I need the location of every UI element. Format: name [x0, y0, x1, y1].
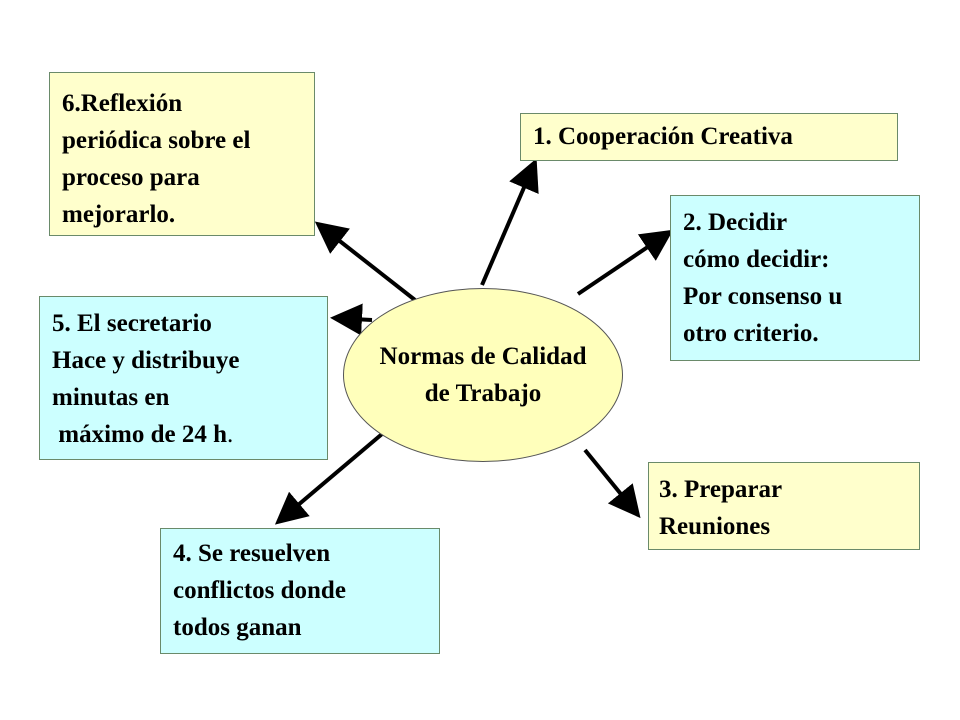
norm-5-line-4-text: máximo de 24 h	[52, 421, 227, 448]
norm-3-line-2: Reuniones	[659, 513, 771, 540]
arrow-to-box-5	[330, 303, 373, 336]
norm-4-line-1: 4. Se resuelven	[173, 540, 331, 567]
norm-5-line-3: minutas en	[52, 384, 170, 411]
norm-5-line-2: Hace y distribuye	[52, 347, 240, 374]
arrow-to-box-1	[480, 158, 539, 286]
norm-1-line-1: 1. Cooperación Creativa	[533, 123, 793, 150]
norm-5-line-4-period: .	[227, 421, 234, 448]
norm-6-line-2: periódica sobre el	[62, 127, 251, 154]
arrow-to-box-6	[314, 221, 417, 302]
arrow-to-box-2	[576, 229, 674, 296]
norm-box-3: 3. Preparar Reuniones	[648, 462, 920, 550]
norm-box-4: 4. Se resuelven conflictos donde todos g…	[160, 528, 440, 654]
norm-2-line-1: 2. Decidir	[683, 209, 788, 236]
norm-2-line-4: otro criterio.	[683, 320, 819, 347]
norm-5-line-4: máximo de 24 h.	[52, 416, 327, 453]
norm-3-line-1: 3. Preparar	[659, 476, 783, 503]
norm-4-line-2: conflictos donde	[173, 577, 346, 604]
norm-box-1: 1. Cooperación Creativa	[520, 113, 898, 161]
norm-box-6: 6.Reflexión periódica sobre el proceso p…	[49, 72, 315, 236]
norm-5-line-1: 5. El secretario	[52, 310, 212, 337]
center-title-line-1: Normas de Calidad	[379, 343, 587, 370]
center-ellipse: Normas de Calidad de Trabajo	[343, 288, 623, 462]
norm-6-line-1: 6.Reflexión	[62, 90, 183, 117]
norm-2-line-3: Por consenso u	[683, 283, 843, 310]
arrow-to-box-3	[583, 448, 641, 519]
arrow-to-box-4	[274, 432, 384, 525]
center-title-line-2: de Trabajo	[424, 380, 542, 407]
norm-box-5: 5. El secretario Hace y distribuye minut…	[39, 296, 328, 460]
norm-4-line-3: todos ganan	[173, 614, 302, 641]
norm-6-line-3: proceso para	[62, 164, 200, 191]
norm-2-line-2: cómo decidir:	[683, 246, 830, 273]
norm-box-2: 2. Decidir cómo decidir: Por consenso u …	[670, 195, 920, 361]
norm-6-line-4: mejorarlo.	[62, 201, 176, 228]
